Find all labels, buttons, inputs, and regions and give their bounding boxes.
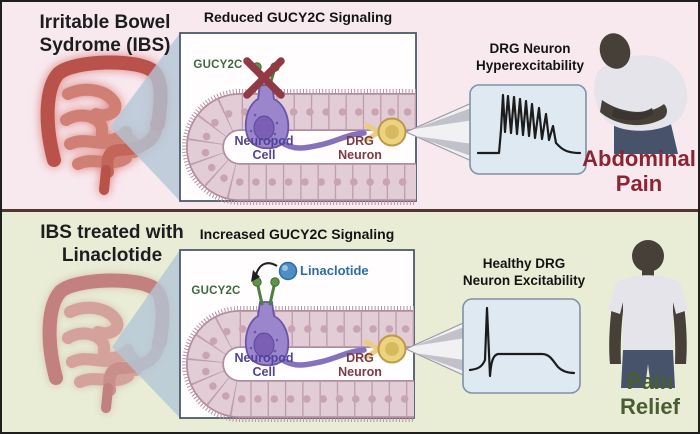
panel-ibs-graphics (40, 32, 688, 205)
treated-gucy2c-label: GUCY2C (191, 285, 241, 297)
neuropod-axon (278, 130, 367, 151)
patch-pipette-icon (404, 318, 473, 380)
blocked-x-icon (243, 57, 285, 99)
patch-pipette-icon (404, 101, 475, 163)
epithelium (182, 306, 418, 422)
epithelium (182, 89, 420, 205)
ibs-signaling-title: Reduced GUCY2C Signaling (203, 9, 393, 25)
linaclotide-molecule-icon (278, 261, 298, 281)
zoom-triangle (110, 33, 180, 201)
magnified-contents (182, 57, 420, 205)
drg-neuron-icon (363, 334, 407, 364)
panel-treated-graphics (42, 240, 688, 422)
trace-box (462, 298, 581, 394)
spike-train-trace (476, 93, 582, 155)
person-standing-icon (608, 240, 688, 388)
neuropod-axon (278, 347, 367, 368)
gucy2c-receptor-icon (252, 277, 280, 306)
magnified-contents (182, 261, 418, 422)
person-bent-icon (594, 33, 688, 154)
zoom-triangle (112, 250, 180, 418)
single-spike-trace (468, 306, 576, 378)
treated-signaling-title: Increased GUCY2C Signaling (199, 226, 395, 242)
linaclotide-label: Linaclotide (300, 263, 369, 278)
panel-divider (2, 209, 698, 212)
neuropod-cell-icon (244, 84, 290, 150)
binding-arrow-icon (251, 262, 278, 282)
neuropod-cell-icon (244, 301, 290, 367)
drg-neuron-icon (363, 117, 407, 147)
ibs-gucy2c-label: GUCY2C (193, 59, 243, 71)
